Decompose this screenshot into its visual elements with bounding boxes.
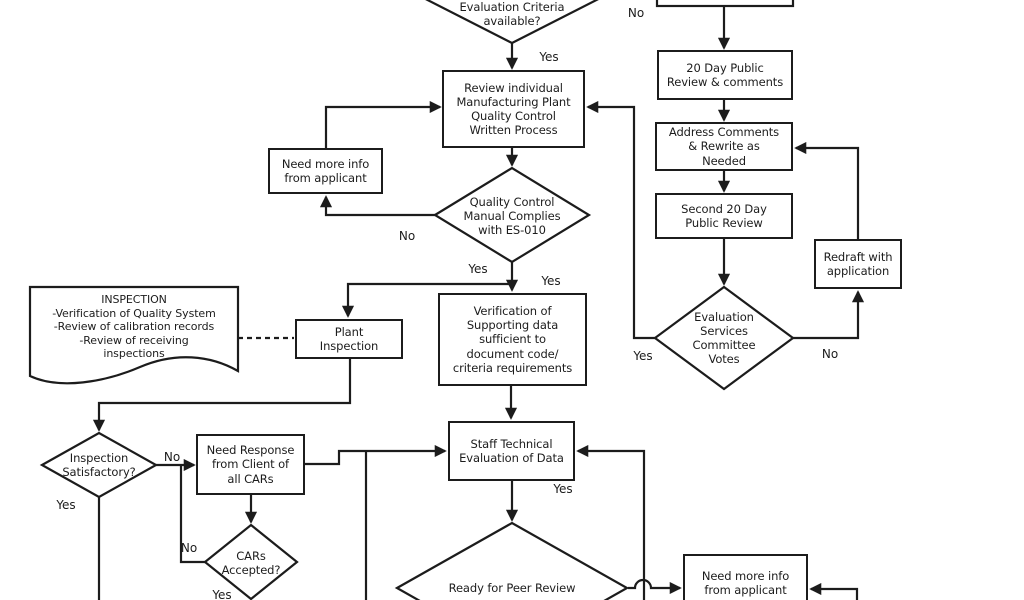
node-plant-inspection: Plant Inspection [295, 319, 403, 359]
node-second-20day-review: Second 20 Day Public Review [655, 193, 793, 239]
edge-qcmanual-no-needmoreinfo [319, 195, 435, 217]
label-yes-insp-satisfactory: Yes [56, 498, 76, 512]
cars-accepted-diamond [203, 523, 299, 600]
node-ready-peer-review-text: Ready for Peer Review [448, 581, 576, 596]
esc-votes-diamond [653, 285, 795, 391]
label-yes-eval-criteria: Yes [539, 50, 559, 64]
node-redraft: Redraft with application [814, 239, 902, 289]
edge-escvotes-yes-review [586, 100, 655, 340]
inspection-note-document-shape [28, 285, 240, 385]
edge-peerreview-needmoreinfo-hop [628, 578, 682, 595]
label-yes-cars-accepted: Yes [212, 588, 232, 600]
eval-criteria-diamond [425, 0, 599, 45]
inspection-satisfactory-diamond [39, 431, 159, 499]
edge-escvotes-no-redraft [793, 290, 865, 340]
label-yes-qc-manual: Yes [468, 262, 488, 276]
edge-needresponse-staffeval [305, 444, 447, 466]
node-need-more-info-bottom: Need more info from applicant [683, 554, 808, 600]
edge-plantinspection-inspsatisfactory [92, 359, 352, 432]
node-inspection-satisfactory-text: Inspection Satisfactory? [62, 450, 136, 479]
node-esc-votes-text: Evaluation Services Committee Votes [692, 309, 756, 367]
label-no-insp-satisfactory: No [163, 450, 181, 464]
node-eval-criteria-text: Evaluation Criteria available? [459, 0, 565, 28]
node-review-plant-qc: Review individual Manufacturing Plant Qu… [442, 70, 585, 148]
label-no-eval-criteria: No [627, 6, 645, 20]
node-20day-public-review: 20 Day Public Review & comments [657, 50, 793, 100]
ready-peer-review-diamond [394, 521, 630, 600]
label-yes-staff-evaluation: Yes [553, 482, 573, 496]
node-verification-data: Verification of Supporting data sufficie… [438, 293, 587, 386]
edge-loopback-staffeval [576, 444, 646, 600]
edge-redraft-addresscomments [794, 141, 860, 239]
node-cars-accepted-text: CARs Accepted? [221, 548, 281, 577]
qc-manual-diamond [432, 166, 592, 264]
node-staff-evaluation: Staff Technical Evaluation of Data [448, 421, 575, 481]
node-need-response-cars: Need Response from Client of all CARs [196, 434, 305, 495]
node-inspection-note-text: INSPECTION -Verification of Quality Syst… [52, 292, 216, 361]
edge-right-needmoreinfo [809, 582, 859, 600]
node-address-comments: Address Comments & Rewrite as Needed [655, 122, 793, 171]
edge-carsaccepted-no-needresponse [179, 464, 205, 564]
label-no-esc-votes: No [821, 347, 839, 361]
edge-qcmanual-yes-plantinspection [341, 282, 512, 318]
edge-needmoreinfo-review [324, 100, 442, 148]
node-qc-manual-text: Quality Control Manual Complies with ES-… [463, 194, 561, 238]
label-no-qc-manual: No [398, 229, 416, 243]
top-right-clipped-box [655, 0, 795, 8]
node-need-more-info-top: Need more info from applicant [268, 148, 383, 194]
label-yes-esc-votes: Yes [633, 349, 653, 363]
label-no-cars-accepted: No [180, 541, 198, 555]
label-yes-verification: Yes [541, 274, 561, 288]
